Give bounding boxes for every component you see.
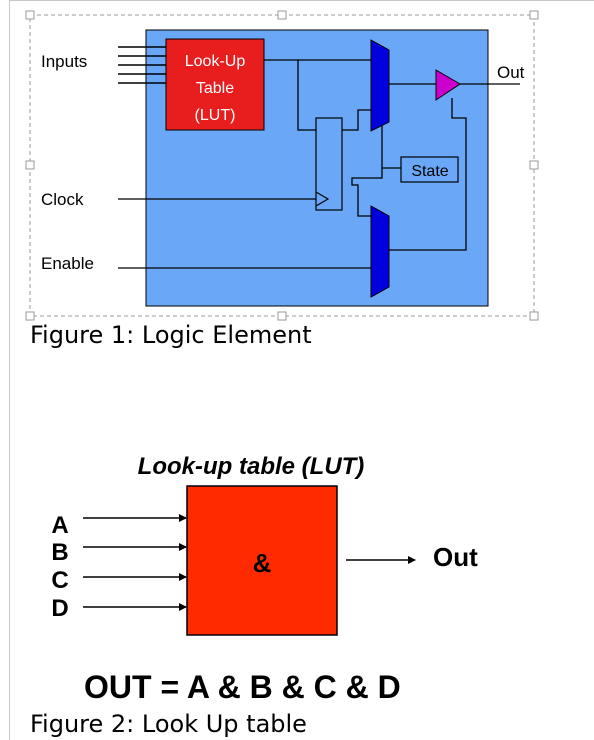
flip-flop xyxy=(315,117,343,211)
state-box xyxy=(400,156,459,183)
figure1-logic-element: Inputs Look-Up Table (LUT) xyxy=(25,10,539,321)
input-label-d: D xyxy=(51,595,68,622)
figure2-caption: Figure 2: Look Up table xyxy=(30,710,307,738)
fig2-title: Look-up table (LUT) xyxy=(138,453,365,480)
input-label-c: C xyxy=(51,567,68,594)
clock-triangle xyxy=(315,191,330,207)
state-label: State xyxy=(411,163,448,180)
handle-bottom-left[interactable] xyxy=(25,311,35,321)
and-operator: & xyxy=(253,548,272,578)
handle-bottom-right[interactable] xyxy=(529,311,539,321)
handle-middle-right[interactable] xyxy=(529,160,539,170)
lut-label-line3: (LUT) xyxy=(195,107,236,124)
page-border-left xyxy=(9,0,10,740)
handle-top-right[interactable] xyxy=(529,10,539,20)
handle-top-middle[interactable] xyxy=(277,10,287,20)
fig2-out-label: Out xyxy=(433,542,478,572)
input-label-a: A xyxy=(51,512,68,539)
fig2-lut-box xyxy=(186,485,338,636)
selection-handles[interactable] xyxy=(25,10,539,321)
figure2-lookup-table: Look-up table (LUT) A B C D & Out OUT = … xyxy=(51,453,478,705)
handle-top-left[interactable] xyxy=(25,10,35,20)
page-border-top xyxy=(9,0,594,1)
output-mux xyxy=(370,39,390,132)
lut-label-line1: Look-Up xyxy=(185,53,246,70)
input-label-b: B xyxy=(51,539,68,566)
lut-box xyxy=(165,38,265,131)
handle-middle-left[interactable] xyxy=(25,160,35,170)
output-buffer xyxy=(435,69,461,101)
clock-label: Clock xyxy=(41,190,84,209)
inputs-label: Inputs xyxy=(41,52,87,71)
fig1-out-label: Out xyxy=(497,63,525,82)
lut-label-line2: Table xyxy=(196,80,234,97)
internal-wiring xyxy=(118,59,520,269)
figure1-caption: Figure 1: Logic Element xyxy=(30,321,312,349)
enable-label: Enable xyxy=(41,254,94,273)
inputs-bus xyxy=(118,46,167,84)
enable-mux xyxy=(370,205,390,298)
fig2-equation: OUT = A & B & C & D xyxy=(84,669,401,705)
handle-bottom-middle[interactable] xyxy=(277,311,287,321)
